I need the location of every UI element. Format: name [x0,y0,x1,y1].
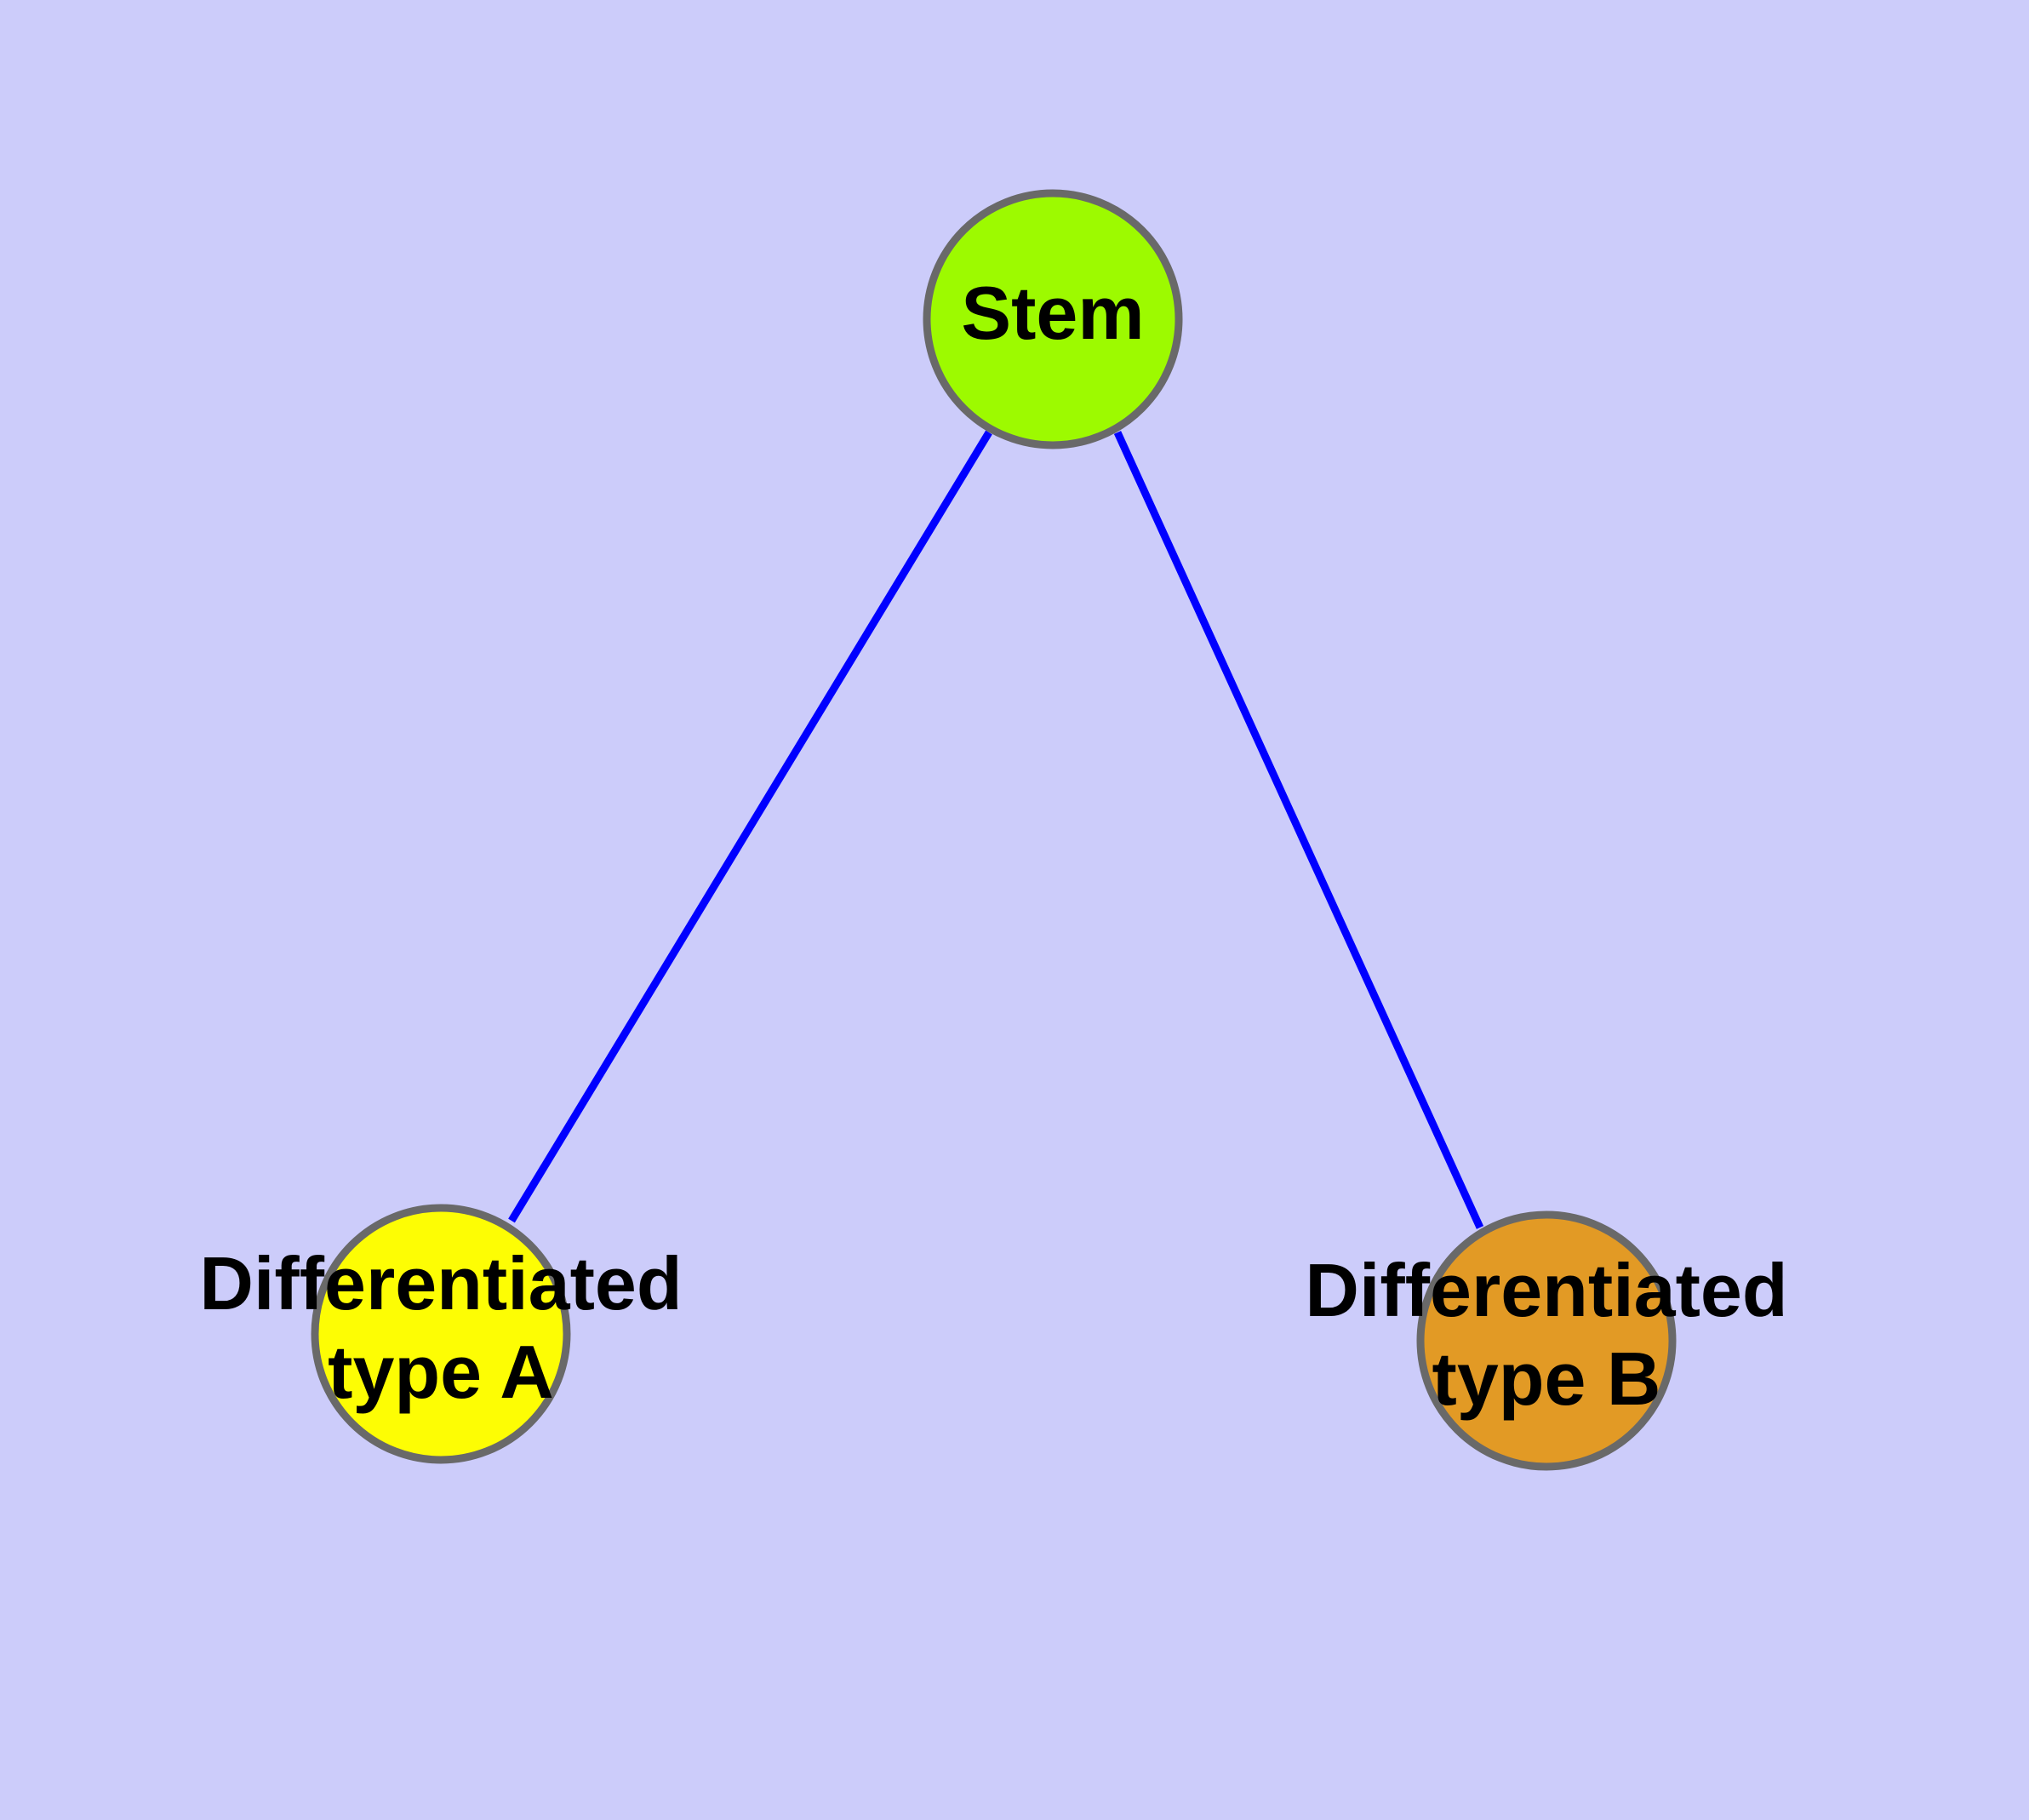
node-label-line: type A [328,1330,554,1414]
node-label-line: Differentiated [199,1241,682,1325]
edges-group [508,430,1484,1229]
node-circle-diff_b[interactable] [1416,1210,1677,1471]
edge-stem-to-diff_a [508,430,992,1223]
node-label-stem: Stem [961,271,1144,355]
edge-stem-to-diff_b [1113,431,1484,1229]
node-label-line: Stem [961,271,1144,355]
node-stem[interactable]: Stem [923,189,1183,449]
node-circle-diff_a[interactable] [311,1204,571,1464]
node-circle-stem[interactable] [923,189,1183,449]
node-label-line: Differentiated [1305,1248,1787,1332]
node-label-line: type B [1432,1336,1661,1421]
